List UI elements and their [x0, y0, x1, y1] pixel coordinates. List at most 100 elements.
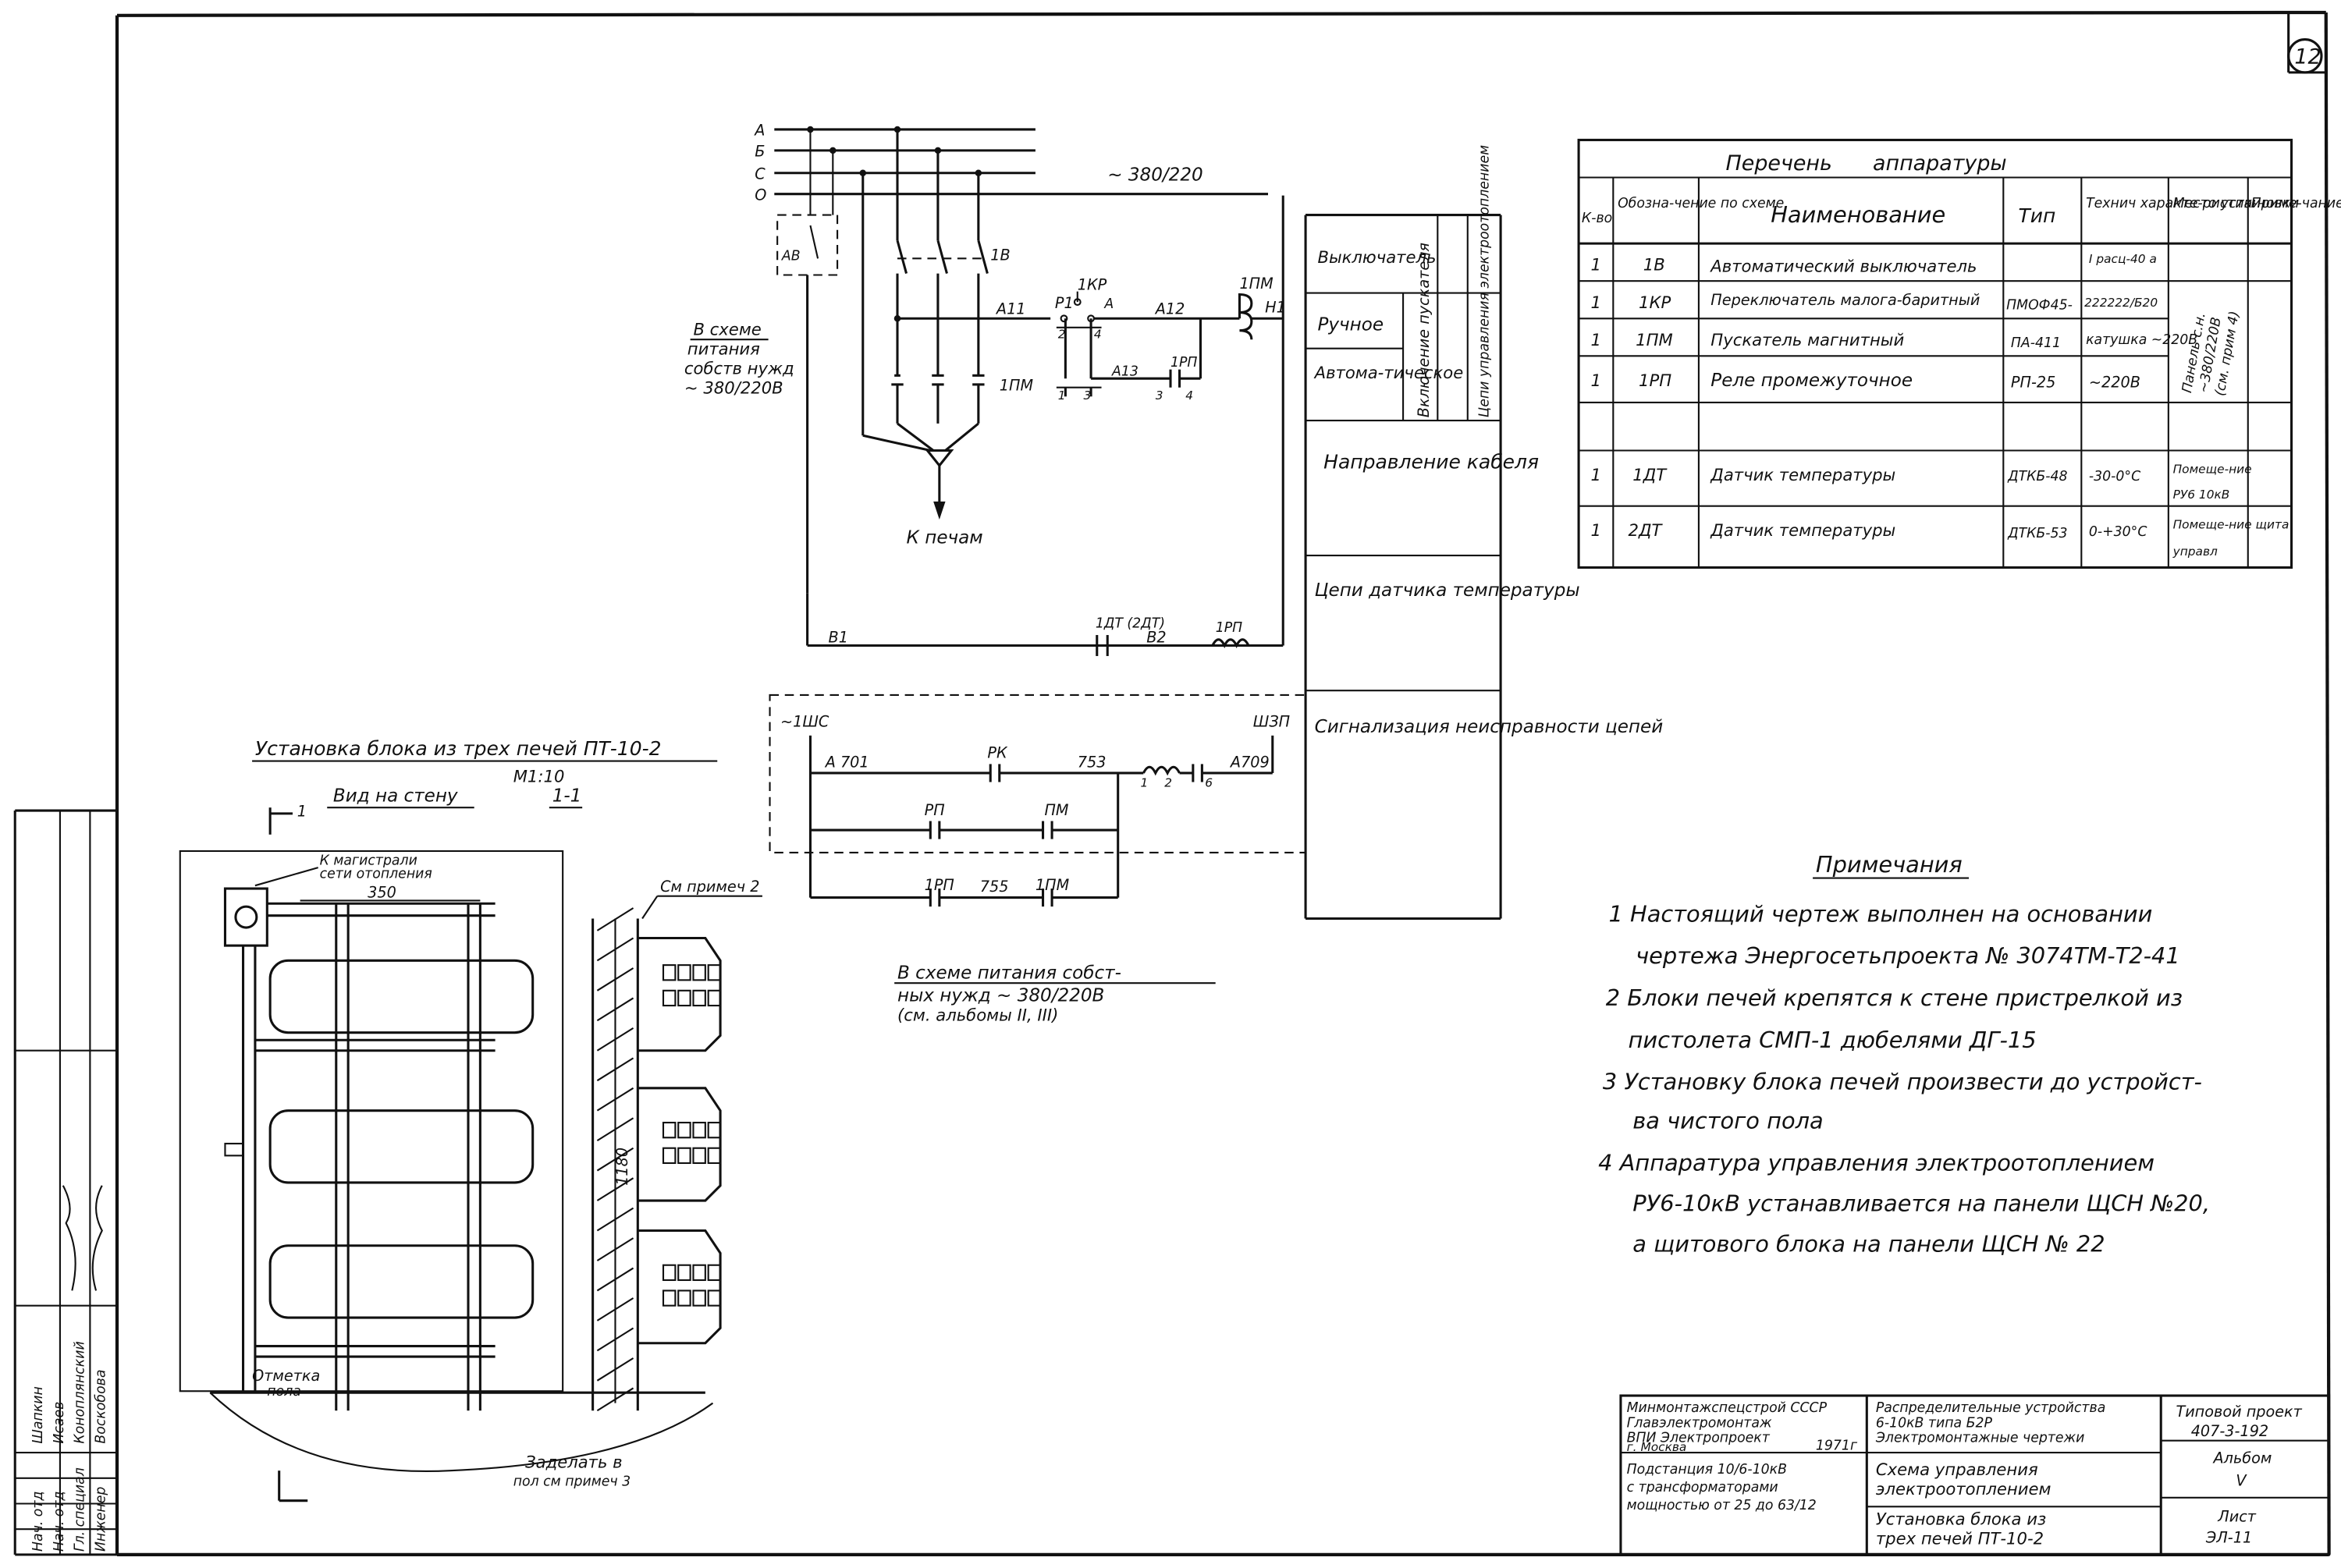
ref-1rp-contact: 1РП	[1170, 355, 1197, 371]
bus-a: А	[753, 122, 765, 140]
tb-org-3: ВПИ Электропроект	[1627, 1431, 1771, 1446]
power-schematic: А Б С О ~ 380/220 АВ 1В А11	[684, 122, 1286, 656]
bus-b: Б	[755, 143, 765, 161]
place-1dt-1: Помеще-ние	[2173, 462, 2252, 476]
terminal-blocks	[662, 964, 722, 1307]
equip-title-2: аппаратуры	[1873, 151, 2007, 176]
ref-1kp: 1КР	[1078, 276, 1107, 294]
ref-1dt: 1ДТ (2ДТ)	[1096, 615, 1165, 631]
hdr-ref: Обозна-чение по схеме	[1618, 196, 1784, 211]
row2-name: Пускатель магнитный	[1710, 330, 1904, 349]
row3-qty: 1	[1590, 371, 1600, 390]
func-cable: Направление кабеля	[1323, 451, 1539, 474]
row0-qty: 1	[1590, 255, 1600, 275]
tb-substation-1: Подстанция 10/6-10кВ	[1627, 1462, 1787, 1478]
tb-title-2: электроотоплением	[1876, 1479, 2051, 1499]
row1-type: ПМОФ45-	[2006, 298, 2073, 314]
sig-n2: 2	[1164, 775, 1172, 789]
note-2a: 2 Блоки печей крепятся к стене пристрелк…	[1606, 984, 2183, 1011]
signal-circuit: ~1ШС ШЗП А 701 РК 753 1 2 6 А709 РП ПМ 1…	[769, 694, 1307, 1024]
sig-753: 753	[1078, 753, 1107, 771]
ref-1b: 1В	[990, 246, 1010, 264]
sig-1pm: 1ПМ	[1036, 876, 1070, 894]
heating-net-1: К магистрали	[320, 853, 417, 868]
sig-note-3: (см. альбомы II, III)	[897, 1005, 1058, 1024]
sig-right-label: ШЗП	[1253, 712, 1290, 730]
hdr-spec: Технич характе-ристики	[2086, 196, 2261, 211]
sig-a709: А709	[1229, 753, 1270, 771]
sig-n1: 1	[1141, 775, 1149, 789]
install-view: Вид на стену	[333, 786, 458, 807]
stamp-name-3: Шапкин	[30, 1386, 46, 1443]
supply-note-4: ~ 380/220В	[684, 378, 783, 397]
tb-year: 1971г	[1816, 1438, 1858, 1453]
heating-net-2: сети отопления	[320, 867, 432, 882]
ref-a12: А12	[1154, 300, 1185, 318]
place-1dt-2: РУ6 10кВ	[2173, 488, 2230, 502]
pin-1: 1	[1058, 388, 1066, 403]
place-2dt-2: управл	[2172, 545, 2218, 559]
note-1b: чертежа Энергосетьпроекта № 3074ТМ-Т2-41	[1636, 942, 2180, 969]
pin-2: 2	[1058, 327, 1066, 341]
title-block: Минмонтажспецстрой СССР Главэлектромонта…	[1619, 1394, 2331, 1556]
row6-ref: 2ДТ	[1629, 520, 1664, 540]
row5-ref: 1ДТ	[1632, 465, 1668, 484]
row3-spec: ~220В	[2089, 374, 2140, 392]
signature-1	[91, 1185, 103, 1291]
note-2b: пистолета СМП-1 дюбелями ДГ-15	[1629, 1027, 2037, 1053]
note-1a: 1 Настоящий чертеж выполнен на основании	[1609, 900, 2153, 927]
pin-4b: 4	[1185, 388, 1193, 403]
ref-1pm-contact: 1ПМ	[1000, 377, 1034, 395]
row5-type: ДТКБ-48	[2007, 469, 2067, 484]
floor-mark-1: Отметка	[252, 1367, 320, 1385]
tb-project-no: 407-3-192	[2191, 1422, 2268, 1440]
stamp-role-3: Нач. отд	[30, 1492, 46, 1552]
row5-qty: 1	[1590, 465, 1600, 484]
ref-a11: А11	[995, 300, 1026, 318]
tb-title-3: Установка блока из	[1876, 1509, 2046, 1528]
embed-1: Заделать в	[525, 1452, 623, 1471]
note-4c: а щитового блока на панели ЩСН № 22	[1632, 1230, 2105, 1257]
bus-c: С	[755, 165, 766, 183]
row0-name: Автоматический выключатель	[1709, 257, 1977, 276]
sig-rp: РП	[925, 801, 945, 819]
embed-2: пол см примеч 3	[513, 1474, 631, 1489]
row5-name: Датчик температуры	[1710, 465, 1895, 484]
hdr-place: Место уста-новки	[2173, 196, 2300, 211]
sig-755: 755	[980, 878, 1009, 896]
sheet-frame	[115, 10, 2331, 1556]
ref-b2: В2	[1146, 629, 1166, 647]
func-auto: Автома-тическое	[1313, 363, 1464, 382]
tb-substation-3: мощностью от 25 до 63/12	[1627, 1498, 1817, 1513]
sig-rk: РК	[987, 744, 1008, 762]
note-3a: 3 Установку блока печей произвести до ус…	[1603, 1069, 2202, 1095]
tb-sheet-label: Лист	[2217, 1508, 2257, 1526]
installation-drawing: Установка блока из трех печей ПТ-10-2 М1…	[179, 737, 762, 1502]
row3-ref: 1РП	[1639, 371, 1671, 390]
supply-note-1: В схеме	[693, 319, 761, 339]
notes-title: Примечания	[1816, 851, 1963, 878]
row6-spec: 0-+30°С	[2089, 524, 2147, 540]
row2-qty: 1	[1590, 330, 1600, 349]
tb-title-4: трех печей ПТ-10-2	[1876, 1528, 2044, 1548]
ref-b1: В1	[829, 629, 848, 647]
supply-note-3: собств нужд	[684, 358, 794, 378]
sig-pm: ПМ	[1044, 801, 1068, 819]
tb-project-label: Типовой проект	[2176, 1403, 2302, 1421]
func-signal: Сигнализация неисправности цепей	[1315, 717, 1664, 737]
floor-mark-2: пола	[267, 1384, 301, 1399]
row1-name: Переключатель малога-баритный	[1710, 291, 1980, 309]
row0-spec: I расц-40 а	[2089, 252, 2157, 266]
row2-type: ПА-411	[2011, 335, 2061, 351]
hdr-name: Наименование	[1771, 201, 1945, 228]
tb-subject-2: 6-10кВ типа Б2Р	[1876, 1415, 1993, 1431]
func-switch: Выключатель	[1317, 247, 1436, 267]
row1-ref: 1КР	[1639, 293, 1671, 312]
row1-spec: 222222/Б20	[2084, 296, 2158, 310]
sheet-number-text: 12	[2294, 44, 2321, 69]
hdr-type: Тип	[2019, 204, 2056, 227]
notes: Примечания 1 Настоящий чертеж выполнен н…	[1598, 851, 2210, 1258]
sig-1rp: 1РП	[925, 876, 954, 894]
